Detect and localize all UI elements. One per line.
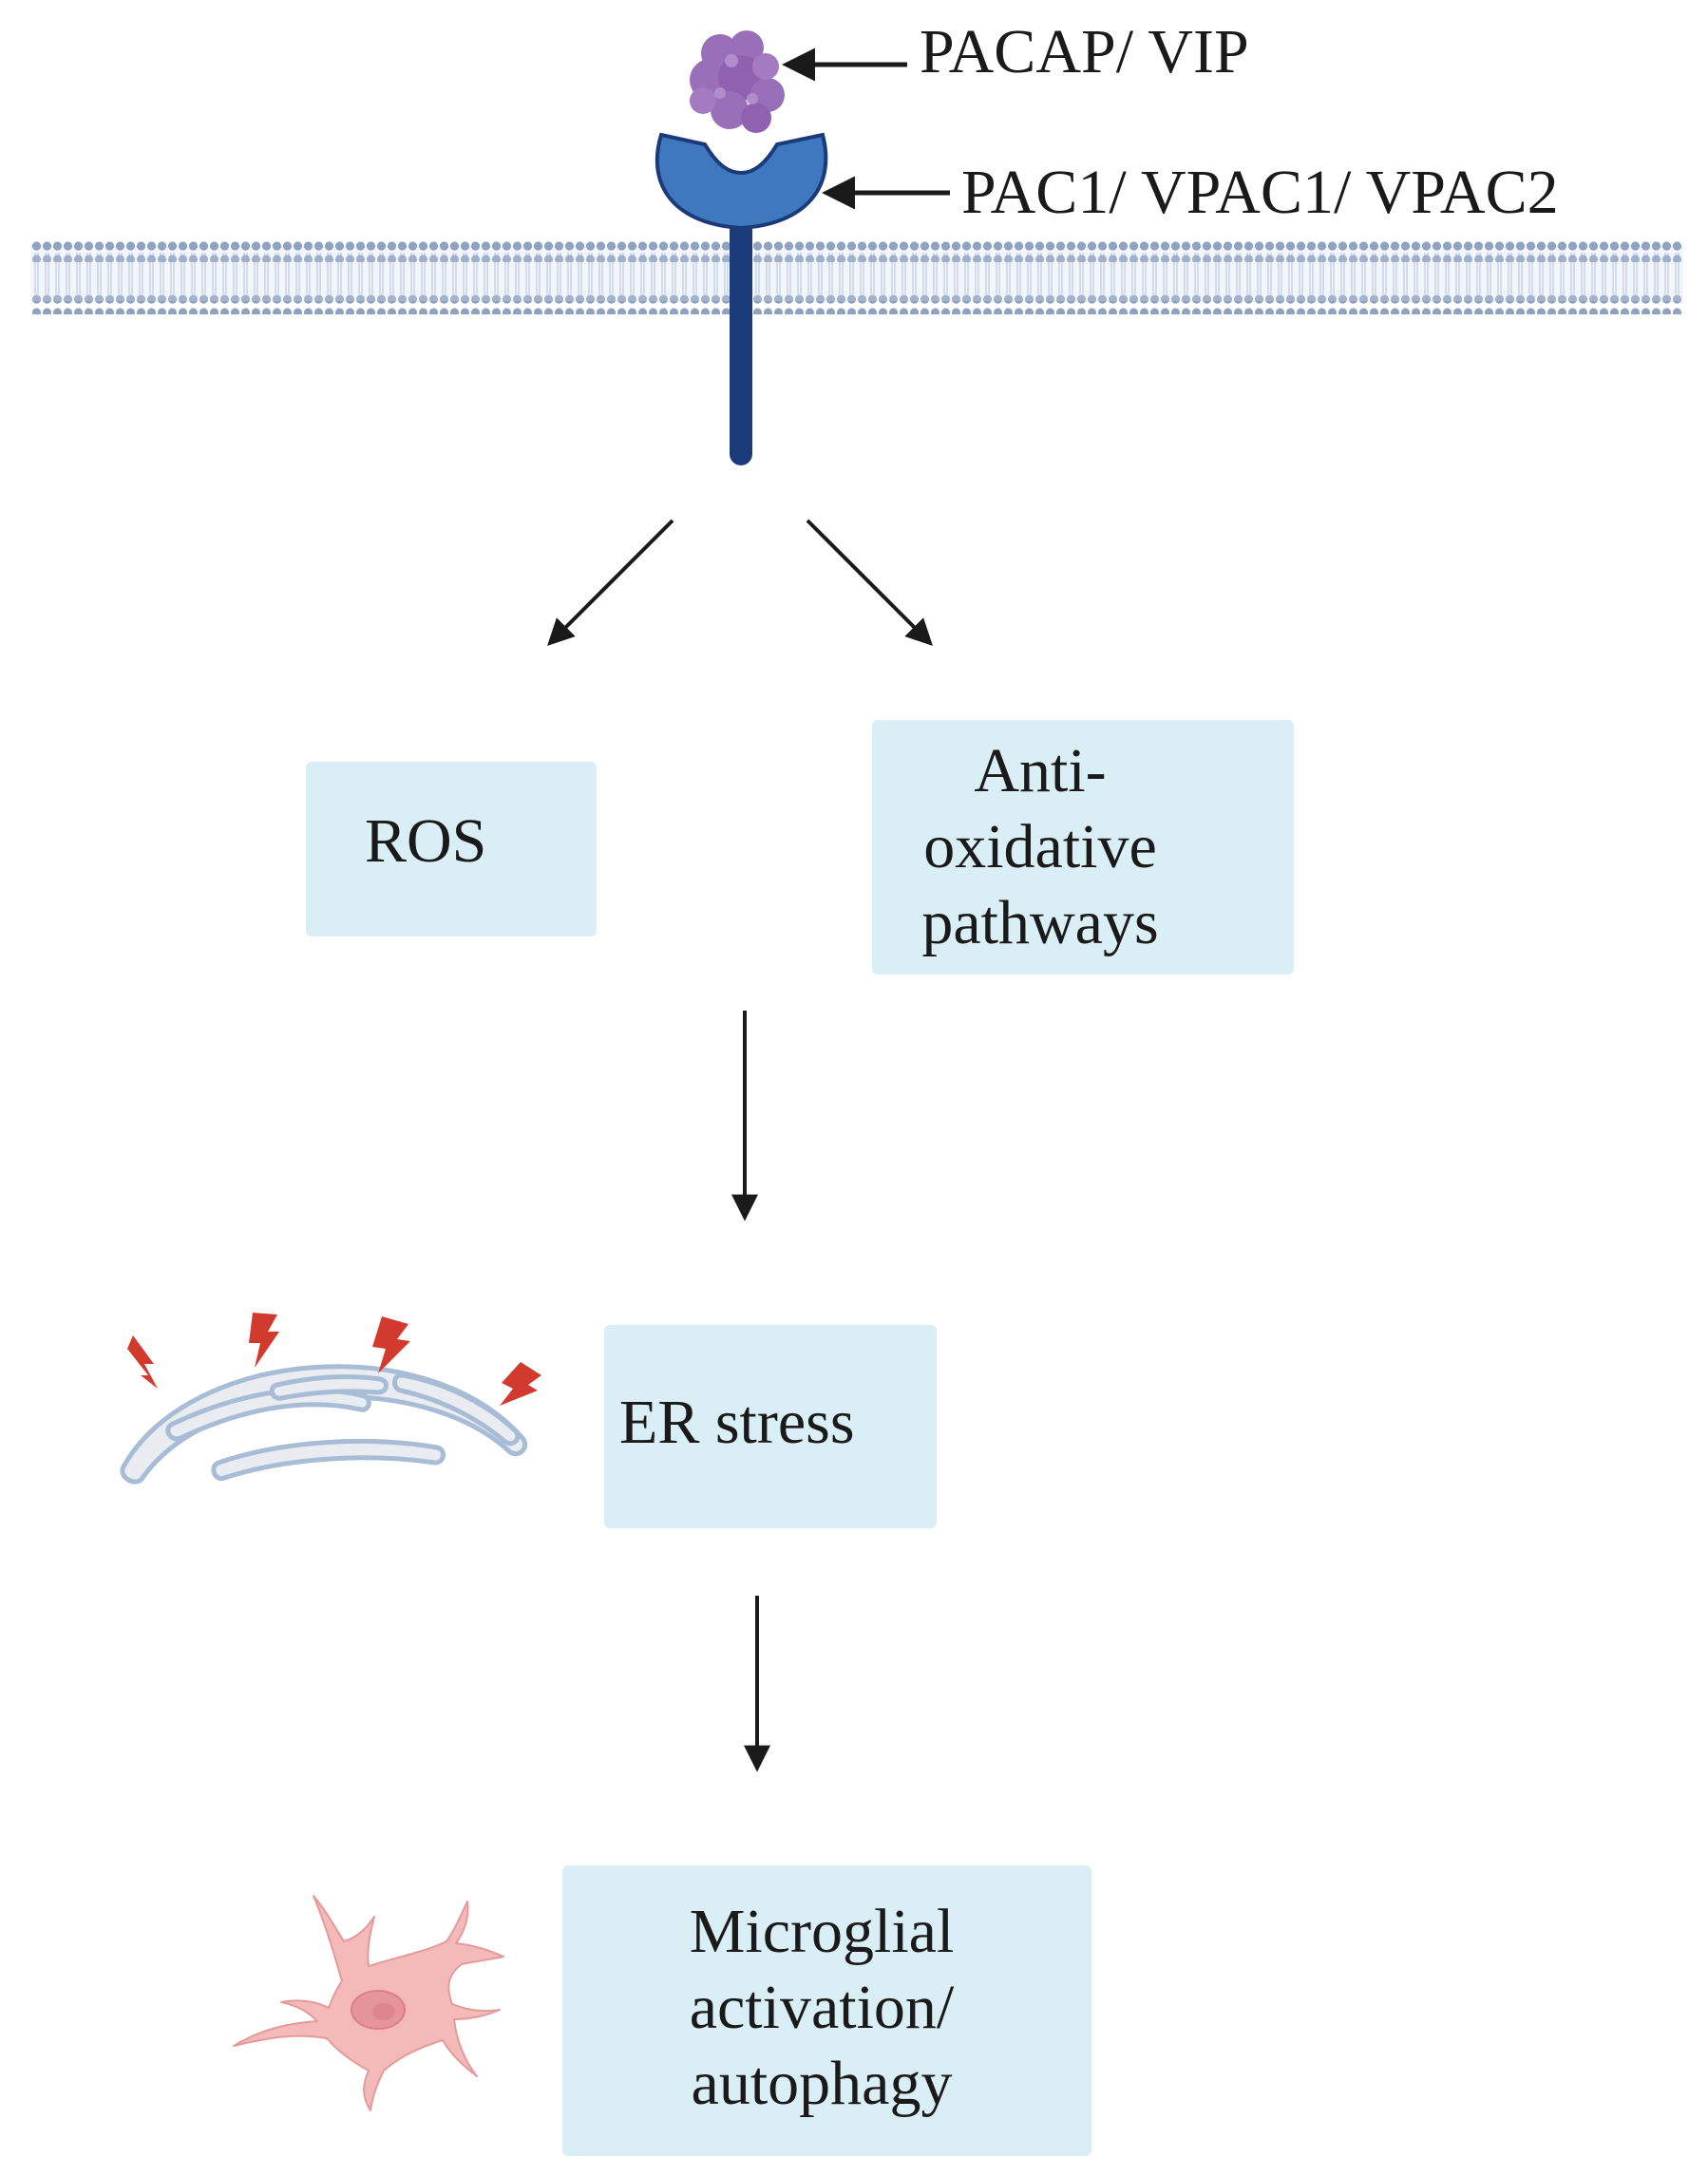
arrow-to-ros	[547, 519, 674, 646]
membrane-icon	[30, 238, 1683, 314]
antioxidative-text: Anti- oxidative pathways	[893, 733, 1187, 961]
microglial-box	[562, 1865, 1091, 2156]
er-stress-box	[604, 1325, 937, 1528]
microglial-line-1: Microglial	[689, 1897, 955, 1966]
microglial-text: Microglial activation/ autophagy	[646, 1894, 997, 2122]
ros-text: ROS	[365, 806, 487, 876]
antioxidative-box	[872, 720, 1294, 974]
antioxidative-line-1: Anti-	[974, 736, 1107, 805]
ligand-icon	[690, 30, 785, 133]
ros-box	[306, 762, 597, 937]
lightning-bolt-icon	[249, 1313, 279, 1368]
arrow-to-antioxidative	[806, 519, 933, 646]
microglia-icon	[233, 1895, 504, 2111]
antioxidative-line-2: oxidative	[923, 812, 1157, 881]
lightning-bolt-icon	[500, 1362, 541, 1406]
receptor-label: PAC1/ VPAC1/ VPAC2	[961, 158, 1559, 227]
lightning-bolt-icon	[372, 1316, 410, 1373]
er-stress-text: ER stress	[619, 1388, 855, 1457]
antioxidative-line-3: pathways	[921, 888, 1159, 957]
microglial-line-3: autophagy	[691, 2049, 953, 2118]
er-icon	[120, 1364, 528, 1485]
ligand-label: PACAP/ VIP	[920, 17, 1249, 86]
lightning-icons	[127, 1313, 541, 1406]
receptor-icon	[655, 132, 828, 465]
microglial-line-2: activation/	[689, 1973, 955, 2042]
lightning-bolt-icon	[127, 1335, 158, 1389]
